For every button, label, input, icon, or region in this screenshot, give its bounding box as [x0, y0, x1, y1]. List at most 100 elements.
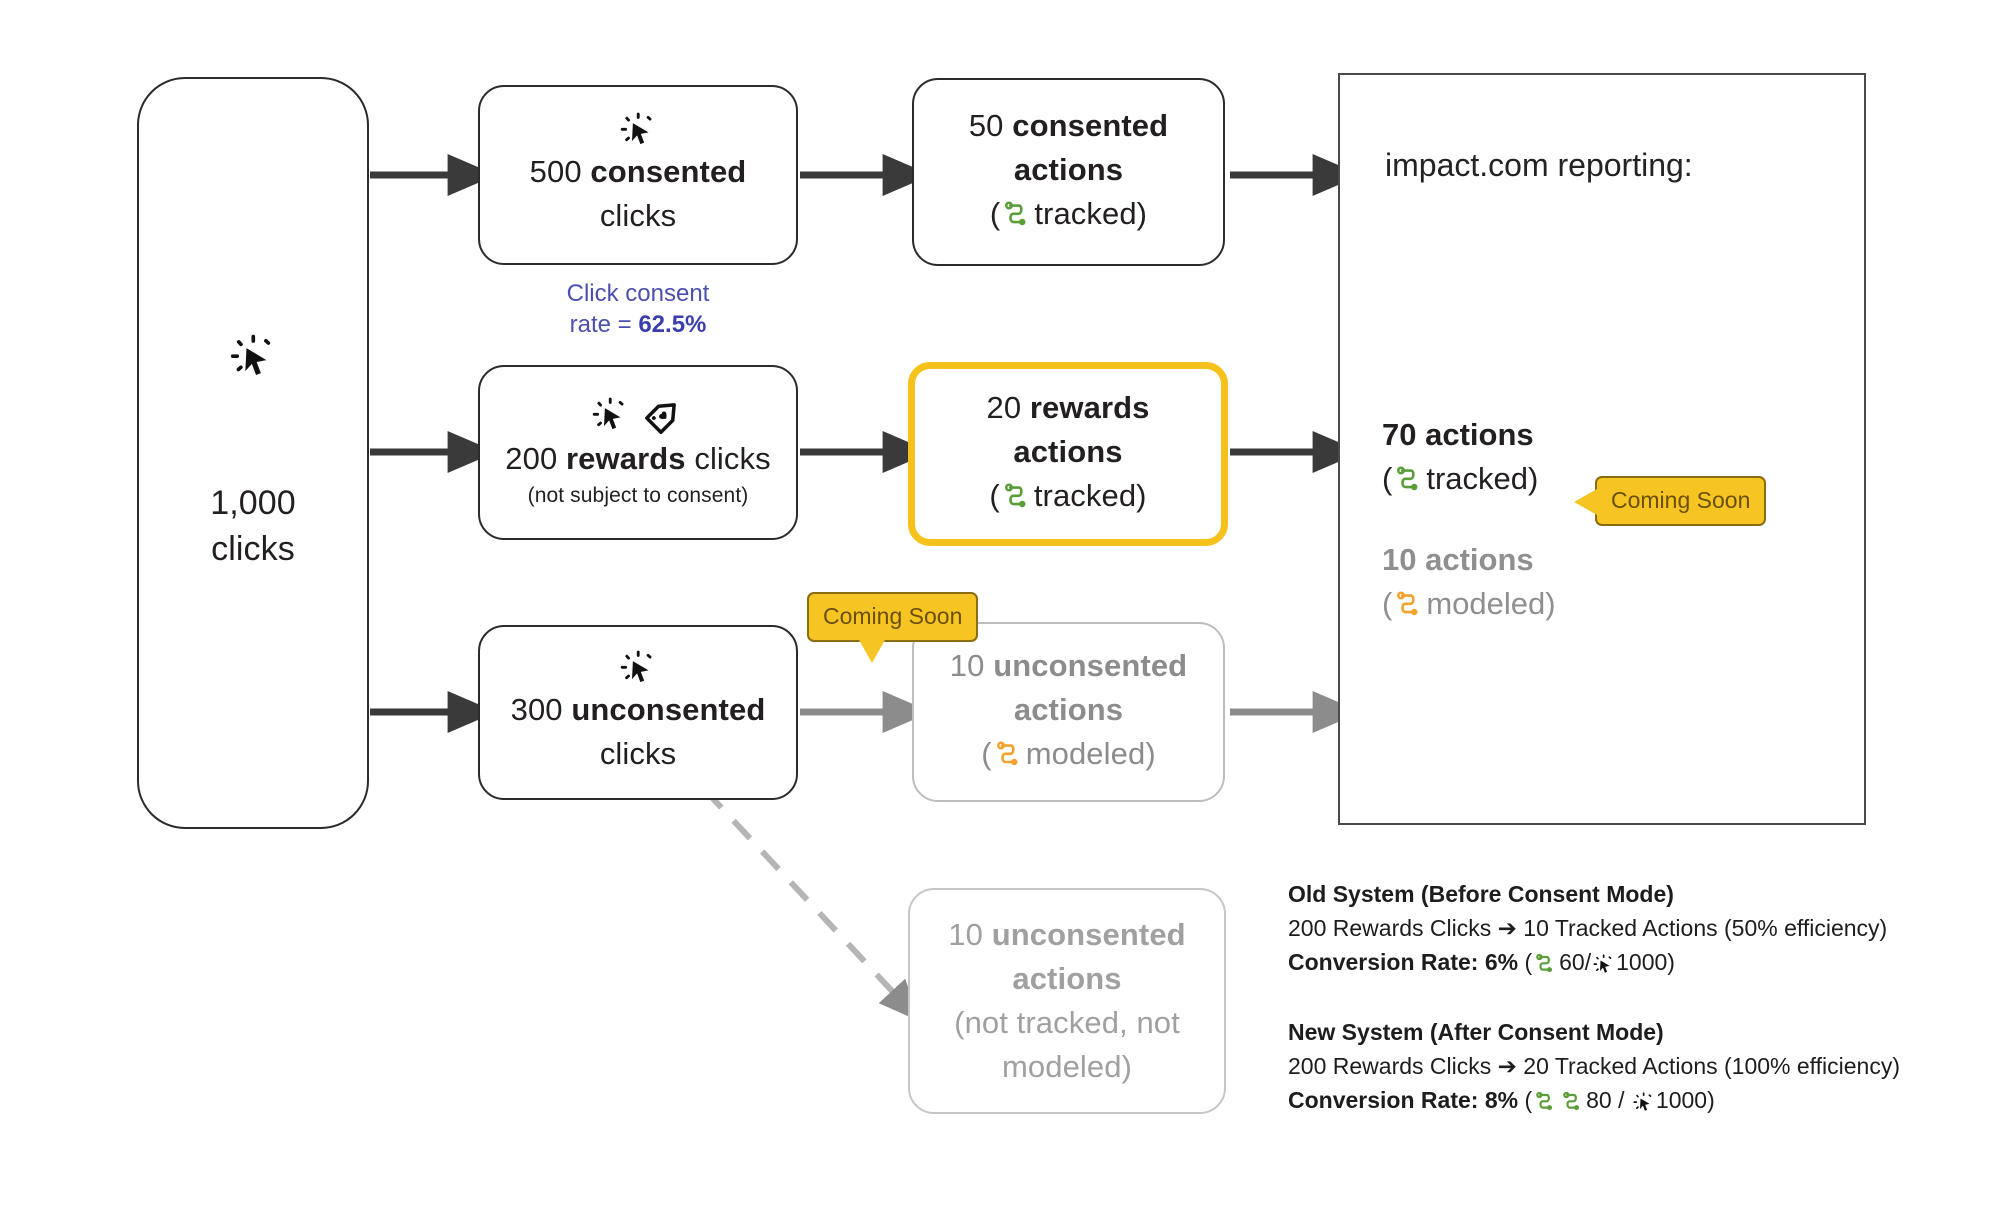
paren-open: (: [1382, 586, 1393, 621]
dropped-line-3: (not tracked, not: [954, 1005, 1180, 1040]
consented-actions-bold: consented: [1012, 107, 1169, 143]
paren-open: (: [989, 477, 1000, 513]
tracked-actions-value: 70 actions: [1382, 417, 1534, 452]
modeled-label: modeled: [1426, 586, 1546, 621]
unconsented-actions-box: 10 unconsented actions ( modeled): [912, 622, 1225, 802]
new-system-summary: New System (After Consent Mode) 200 Rewa…: [1288, 1015, 1900, 1122]
consented-actions-label: actions: [1013, 151, 1124, 187]
dropped-actions-box: 10 unconsented actions (not tracked, not…: [908, 888, 1226, 1114]
new-conv-value: 8%: [1484, 1087, 1519, 1113]
rewards-clicks-bold: rewards: [566, 440, 686, 476]
tracked-label: tracked: [1034, 195, 1137, 231]
paren-close: ): [1136, 195, 1148, 231]
dropped-line-4: modeled): [1001, 1049, 1133, 1084]
tracked-actions-stat: 70 actions: [1382, 413, 1534, 457]
old-system-heading: Old System (Before Consent Mode): [1288, 881, 1674, 907]
new-system-line-1: 200 Rewards Clicks ➔ 20 Tracked Actions …: [1288, 1053, 1901, 1079]
new-conv-num: 80: [1586, 1087, 1612, 1113]
coming-soon-badge-modeled: Coming Soon: [1570, 476, 1767, 526]
click-cursor-icon: [620, 650, 656, 686]
rewards-actions-line-2: actions: [1013, 430, 1122, 474]
dropped-number: 10: [948, 917, 983, 952]
consented-clicks-line-1: 500 consented: [530, 150, 747, 194]
new-conv-close: ): [1707, 1087, 1715, 1113]
unconsented-clicks-bold: unconsented: [571, 691, 766, 727]
old-conv-close: ): [1667, 949, 1675, 975]
unconsented-clicks-line-2: clicks: [599, 735, 677, 771]
tracked-path-icon: [1561, 1088, 1584, 1122]
click-cursor-icon: [1593, 950, 1614, 984]
old-conv-num: 60: [1559, 949, 1585, 975]
rewards-clicks-tail: clicks: [694, 440, 771, 476]
consented-actions-number: 50: [968, 107, 1004, 143]
tracked-path-icon: [1534, 950, 1557, 984]
rewards-actions-status: ( tracked): [989, 474, 1146, 523]
paren-open: (: [1382, 461, 1393, 496]
rewards-actions-bold: rewards: [1029, 389, 1150, 425]
tracked-path-icon: [1002, 197, 1032, 241]
unconsented-clicks-number: 300: [510, 691, 563, 727]
unconsented-actions-line-1: 10 unconsented: [950, 644, 1187, 688]
rewards-clicks-number: 200: [505, 440, 558, 476]
consented-clicks-line-2: clicks: [599, 198, 677, 233]
source-clicks-box: 1,000 clicks: [137, 77, 369, 829]
old-system-summary: Old System (Before Consent Mode) 200 Rew…: [1288, 877, 1887, 984]
coming-soon-label: Coming Soon: [1611, 487, 1751, 513]
click-cursor-icon: [1633, 1088, 1654, 1122]
consented-actions-line-2: actions: [1014, 148, 1123, 192]
new-system-heading: New System (After Consent Mode): [1288, 1019, 1664, 1045]
tracked-path-icon: [1394, 462, 1424, 506]
consented-actions-line-1: 50 consented: [969, 104, 1168, 148]
unconsented-actions-label: actions: [1013, 691, 1124, 727]
old-conv-den: 1000: [1616, 949, 1668, 975]
consent-rate-prefix: rate =: [569, 311, 639, 338]
click-consent-rate-caption: Click consent rate = 62.5%: [478, 278, 798, 340]
unconsented-actions-status: ( modeled): [981, 732, 1156, 781]
tracked-actions-status: ( tracked): [1382, 457, 1538, 506]
modeled-label: modeled: [1025, 735, 1146, 771]
consented-clicks-number: 500: [529, 154, 582, 189]
consent-rate-line-1: Click consent: [566, 280, 710, 307]
new-conv-open: (: [1518, 1087, 1533, 1113]
click-cursor-icon: [592, 397, 628, 433]
click-cursor-icon: [620, 112, 656, 148]
old-conv-slash: /: [1584, 949, 1592, 975]
consented-clicks-box: 500 consented clicks: [478, 85, 798, 265]
coming-soon-badge-unconsented: Coming Soon: [807, 592, 979, 667]
consented-actions-box: 50 consented actions ( tracked): [912, 78, 1225, 266]
modeled-actions-stat: 10 actions: [1382, 538, 1534, 582]
rewards-clicks-line-1: 200 rewards clicks: [505, 437, 770, 481]
modeled-actions-value: 10 actions: [1382, 542, 1534, 577]
unconsented-clicks-box: 300 unconsented clicks: [478, 625, 798, 800]
old-conv-open: (: [1518, 949, 1533, 975]
source-line-1: 1,000: [210, 484, 296, 522]
new-conv-label: Conversion Rate:: [1288, 1087, 1485, 1113]
rewards-actions-line-1: 20 rewards: [986, 386, 1149, 430]
modeled-actions-status: ( modeled): [1382, 582, 1556, 631]
new-system-conversion: Conversion Rate: 8% ( 80 /: [1288, 1083, 1900, 1122]
dropped-line-1: 10 unconsented: [948, 913, 1185, 957]
tracked-label: tracked: [1033, 477, 1137, 513]
consent-rate-line-2: rate = 62.5%: [478, 309, 798, 340]
rewards-clicks-sub: (not subject to consent): [527, 483, 749, 507]
old-system-conversion: Conversion Rate: 6% ( 60/: [1288, 945, 1887, 984]
tracked-label: tracked: [1426, 461, 1528, 496]
new-conv-den: 1000: [1655, 1087, 1708, 1113]
paren-close: ): [1145, 735, 1156, 771]
tracked-path-icon: [1002, 479, 1032, 523]
unconsented-actions-bold: unconsented: [993, 647, 1188, 683]
impact-reporting-panel: impact.com reporting: 70 actions ( track…: [1338, 73, 1866, 825]
unconsented-actions-line-2: actions: [1014, 688, 1123, 732]
old-system-line-1: 200 Rewards Clicks ➔ 10 Tracked Actions …: [1288, 915, 1888, 941]
paren-close: ): [1545, 586, 1556, 621]
rewards-actions-label: actions: [1013, 433, 1123, 469]
reporting-panel-title: impact.com reporting:: [1385, 147, 1693, 183]
paren-open: (: [989, 195, 1001, 231]
click-cursor-icon: [230, 334, 276, 380]
consented-clicks-bold: consented: [590, 154, 747, 189]
old-conv-value: 6%: [1484, 949, 1519, 975]
rewards-actions-box: 20 rewards actions ( tracked): [908, 362, 1228, 546]
dropped-line-2: actions: [1012, 957, 1121, 1001]
